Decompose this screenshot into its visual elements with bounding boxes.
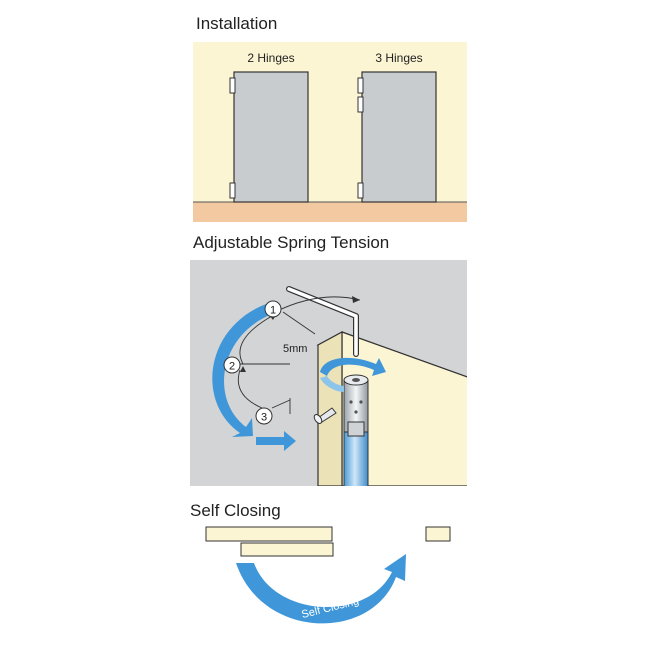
wrench-size-label: 5mm xyxy=(283,343,307,355)
door-three-hinges xyxy=(357,71,437,203)
hex-wrench xyxy=(287,287,358,356)
floor xyxy=(193,202,467,222)
spring-tension-title: Adjustable Spring Tension xyxy=(193,233,390,252)
step-1-circle xyxy=(264,300,282,318)
direction-arrow xyxy=(256,431,296,451)
self-closing-arrow xyxy=(236,554,406,624)
installation-title: Installation xyxy=(196,14,278,33)
hinge-icon xyxy=(229,77,236,94)
installation-panel: 2 Hinges 3 Hinges xyxy=(193,42,467,222)
door-two-hinges xyxy=(229,71,309,203)
self-closing-panel: Self Closing xyxy=(205,526,451,624)
screw-icon xyxy=(313,407,337,424)
hinge-icon xyxy=(357,96,364,113)
hinge-icon xyxy=(229,182,236,199)
two-hinges-label: 2 Hinges xyxy=(247,51,294,65)
door-open-position xyxy=(240,542,334,557)
step-3-circle xyxy=(255,407,273,425)
door-frame-stop xyxy=(425,526,451,542)
spring-tension-panel: 1 2 3 5mm xyxy=(190,260,467,486)
hinge-icon xyxy=(357,77,364,94)
hinge-icon xyxy=(357,182,364,199)
step-2-label: 2 xyxy=(229,361,235,373)
barrel-rotation-arrow xyxy=(320,357,386,376)
step-1-label: 1 xyxy=(270,305,276,317)
self-closing-title: Self Closing xyxy=(190,501,281,520)
rotation-arrow-large xyxy=(212,303,272,437)
step-3-label: 3 xyxy=(261,412,267,424)
three-hinges-label: 3 Hinges xyxy=(375,51,422,65)
step-2-circle xyxy=(223,356,241,374)
door-closed-position xyxy=(205,526,333,542)
